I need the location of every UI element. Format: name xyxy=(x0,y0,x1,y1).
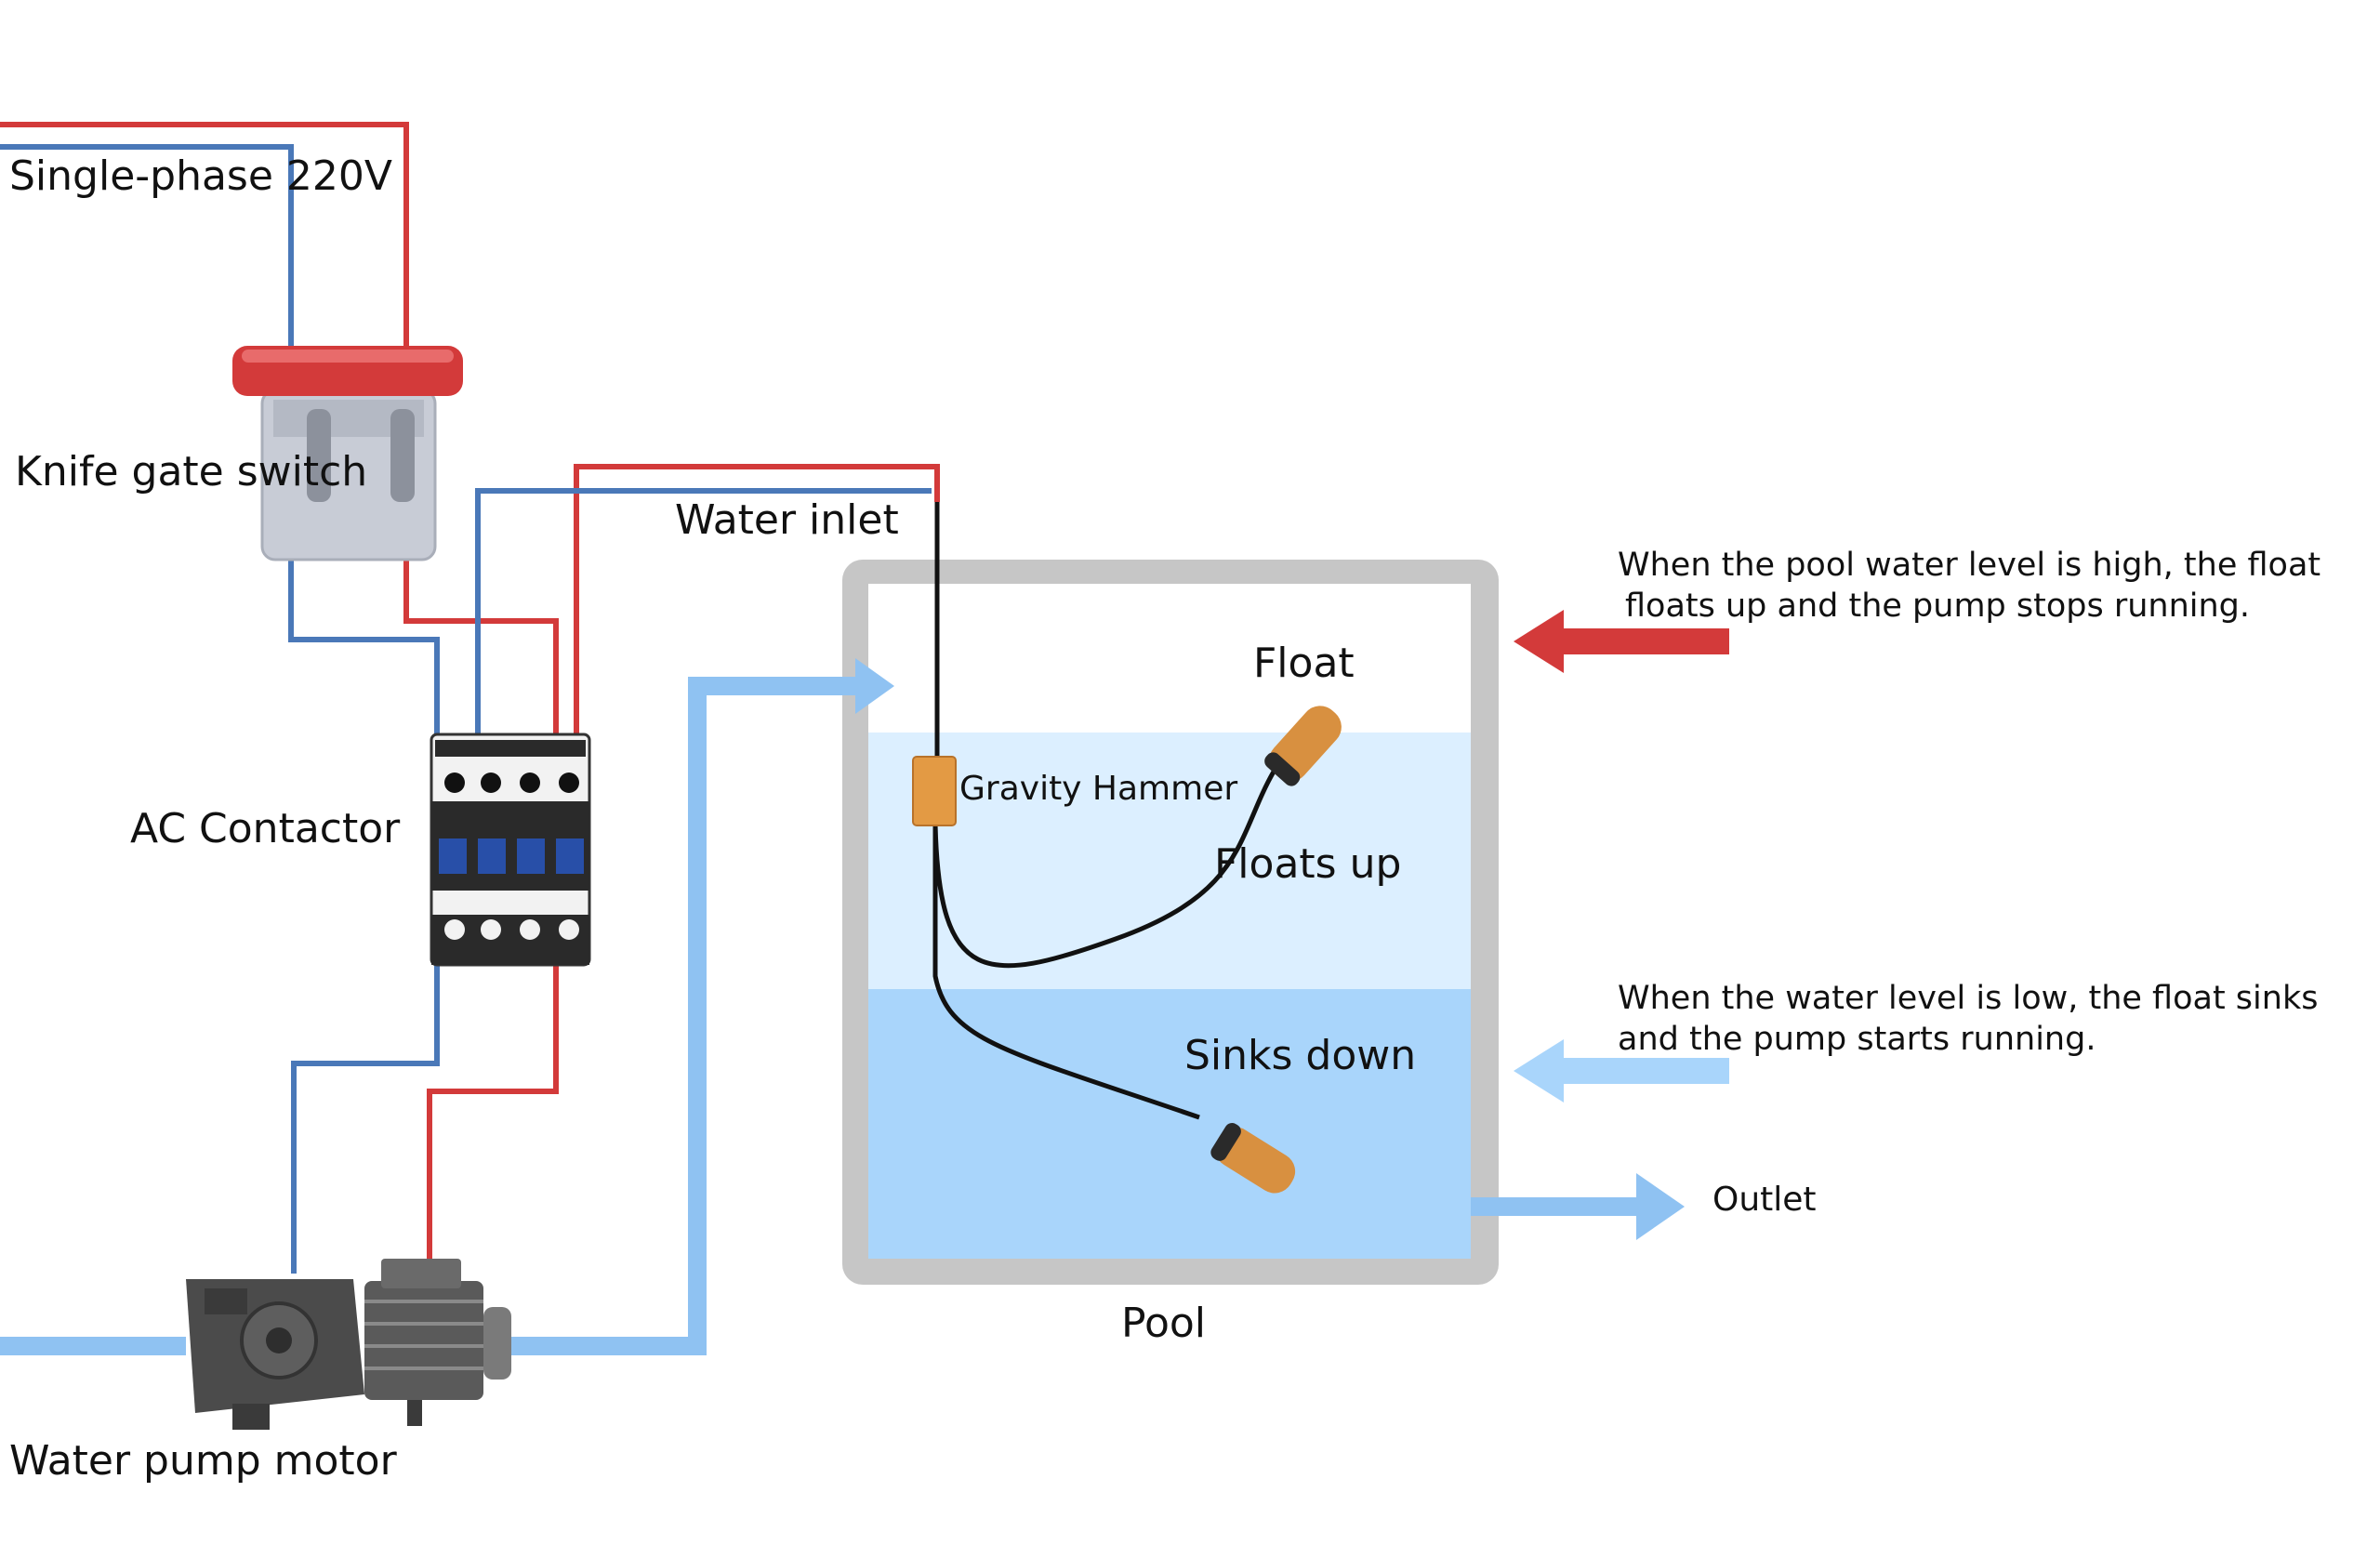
wiring xyxy=(0,122,940,1274)
switch-live-wire xyxy=(403,548,559,734)
float-live-wire xyxy=(574,464,940,734)
contactor-label: AC Contactor xyxy=(130,805,401,852)
gravity-hammer-block xyxy=(912,756,957,826)
knife-gate-switch-icon xyxy=(232,346,463,561)
low-level-arrow-icon xyxy=(1514,1039,1729,1102)
low-level-note: When the water level is low, the float s… xyxy=(1618,978,2318,1060)
pump-motor-label: Water pump motor xyxy=(9,1437,397,1485)
floats-up-label: Floats up xyxy=(1214,840,1402,888)
float-label: Float xyxy=(1253,640,1355,687)
knife-switch-label: Knife gate switch xyxy=(15,448,368,495)
water-low-zone xyxy=(868,989,1471,1259)
low-level-note-line1: When the water level is low, the float s… xyxy=(1618,980,2319,1017)
low-level-note-line2: and the pump starts running. xyxy=(1618,1021,2096,1058)
water-pipes xyxy=(0,677,1636,1355)
pool-tank xyxy=(842,560,1499,1285)
water-high-zone xyxy=(868,733,1471,989)
pipe-inlet xyxy=(507,677,865,1355)
float-high-icon xyxy=(1264,706,1342,786)
water-pump-motor-icon xyxy=(186,1259,511,1430)
sinks-down-label: Sinks down xyxy=(1184,1032,1417,1079)
switch-neutral-wire xyxy=(288,548,440,734)
float-neutral-wire xyxy=(475,488,932,734)
supply-neutral-wire xyxy=(0,144,294,346)
motor-live-wire xyxy=(427,965,559,1264)
water-inlet-label: Water inlet xyxy=(675,496,899,544)
power-supply-label: Single-phase 220V xyxy=(9,152,392,200)
supply-live-wire xyxy=(0,122,409,346)
high-level-note: When the pool water level is high, the f… xyxy=(1618,545,2320,627)
outlet-label: Outlet xyxy=(1712,1181,1817,1219)
ac-contactor-icon xyxy=(430,733,591,967)
inlet-arrow-icon xyxy=(855,658,894,714)
motor-neutral-wire xyxy=(291,965,440,1274)
high-level-note-line1: When the pool water level is high, the f… xyxy=(1618,547,2321,584)
pool-label: Pool xyxy=(1121,1300,1207,1347)
float-cable xyxy=(932,502,1276,1120)
gravity-hammer-label: Gravity Hammer xyxy=(959,770,1238,808)
float-low-icon xyxy=(1210,1122,1296,1194)
outlet-arrow-icon xyxy=(1636,1173,1685,1240)
high-level-note-line2: floats up and the pump stops running. xyxy=(1625,588,2251,625)
high-level-arrow-icon xyxy=(1514,610,1729,673)
